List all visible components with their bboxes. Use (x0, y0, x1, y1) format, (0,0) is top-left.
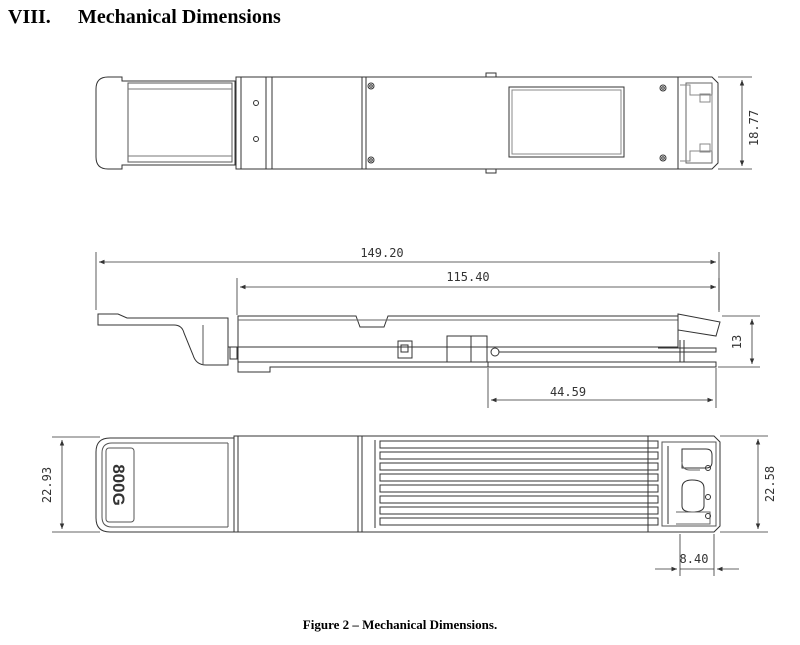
section-number: VIII. (8, 6, 51, 28)
side-body (237, 315, 679, 348)
side-pull-tab (97, 313, 229, 366)
bottom-body (233, 435, 359, 533)
dim-height-side (718, 315, 760, 368)
dim-label-length-body: 115.40 (446, 270, 489, 284)
dim-width-right (720, 435, 768, 533)
top-pull-tab (95, 76, 236, 170)
dim-connector-depth (655, 534, 739, 576)
dim-length-body (236, 278, 720, 315)
heatsink-fins (379, 440, 659, 526)
section-title: Mechanical Dimensions (78, 6, 281, 28)
dim-label-connector-depth: 8.40 (680, 552, 709, 566)
bottom-connector-end (647, 435, 721, 533)
dim-label-width-right: 22.58 (763, 466, 777, 502)
dim-label-length-heatsink: 44.59 (550, 385, 586, 399)
connector-slots (667, 446, 713, 525)
bottom-pull-tab (95, 437, 234, 533)
dim-label-height-top: 18.77 (747, 110, 761, 146)
side-connector-end (677, 313, 721, 337)
bottom-view (95, 435, 721, 533)
dim-label-length-total: 149.20 (360, 246, 403, 260)
dim-height-top (718, 76, 752, 170)
side-view (97, 313, 721, 373)
dim-width-left (52, 436, 100, 533)
top-housing (361, 76, 679, 170)
dim-length-heatsink (487, 368, 717, 408)
dim-label-height-side: 13 (730, 335, 744, 349)
figure-caption: Figure 2 – Mechanical Dimensions. (302, 617, 498, 632)
top-view (95, 72, 719, 174)
dim-label-width-left: 22.93 (40, 467, 54, 503)
top-label-window (508, 86, 625, 158)
module-label: 800G (109, 464, 128, 506)
dim-length-total (95, 252, 720, 310)
side-latch (397, 340, 413, 359)
top-body (271, 76, 363, 170)
section-heading: VIII. Mechanical Dimensions (8, 6, 281, 29)
top-connector-end (678, 76, 719, 170)
